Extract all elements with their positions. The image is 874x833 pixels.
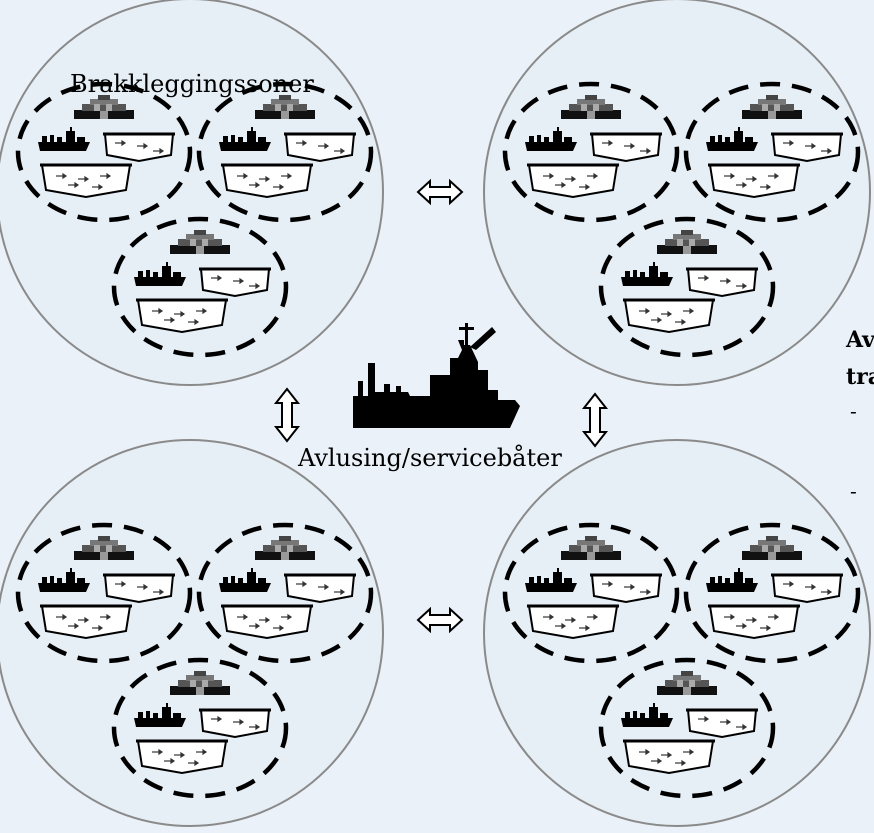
- bullet-1: -: [850, 399, 857, 423]
- service-vessel-icon: [353, 323, 520, 428]
- zone-bottom-right: [484, 440, 870, 826]
- zone-top-left: [0, 0, 383, 385]
- side-heading-line-1: Av: [845, 327, 874, 353]
- service-boats-label: Avlusing/servicebåter: [297, 443, 562, 472]
- side-heading-line-2: tra: [846, 364, 874, 390]
- bullet-2: -: [850, 479, 857, 503]
- double-arrow-icon: [583, 393, 607, 447]
- double-arrow-icon: [417, 180, 463, 204]
- double-arrow-icon: [417, 608, 463, 632]
- zone-bottom-left: [0, 440, 383, 826]
- zones-label: Brakkleggingssoner: [70, 70, 314, 98]
- zone-top-right: [484, 0, 870, 385]
- double-arrow-icon: [275, 388, 299, 442]
